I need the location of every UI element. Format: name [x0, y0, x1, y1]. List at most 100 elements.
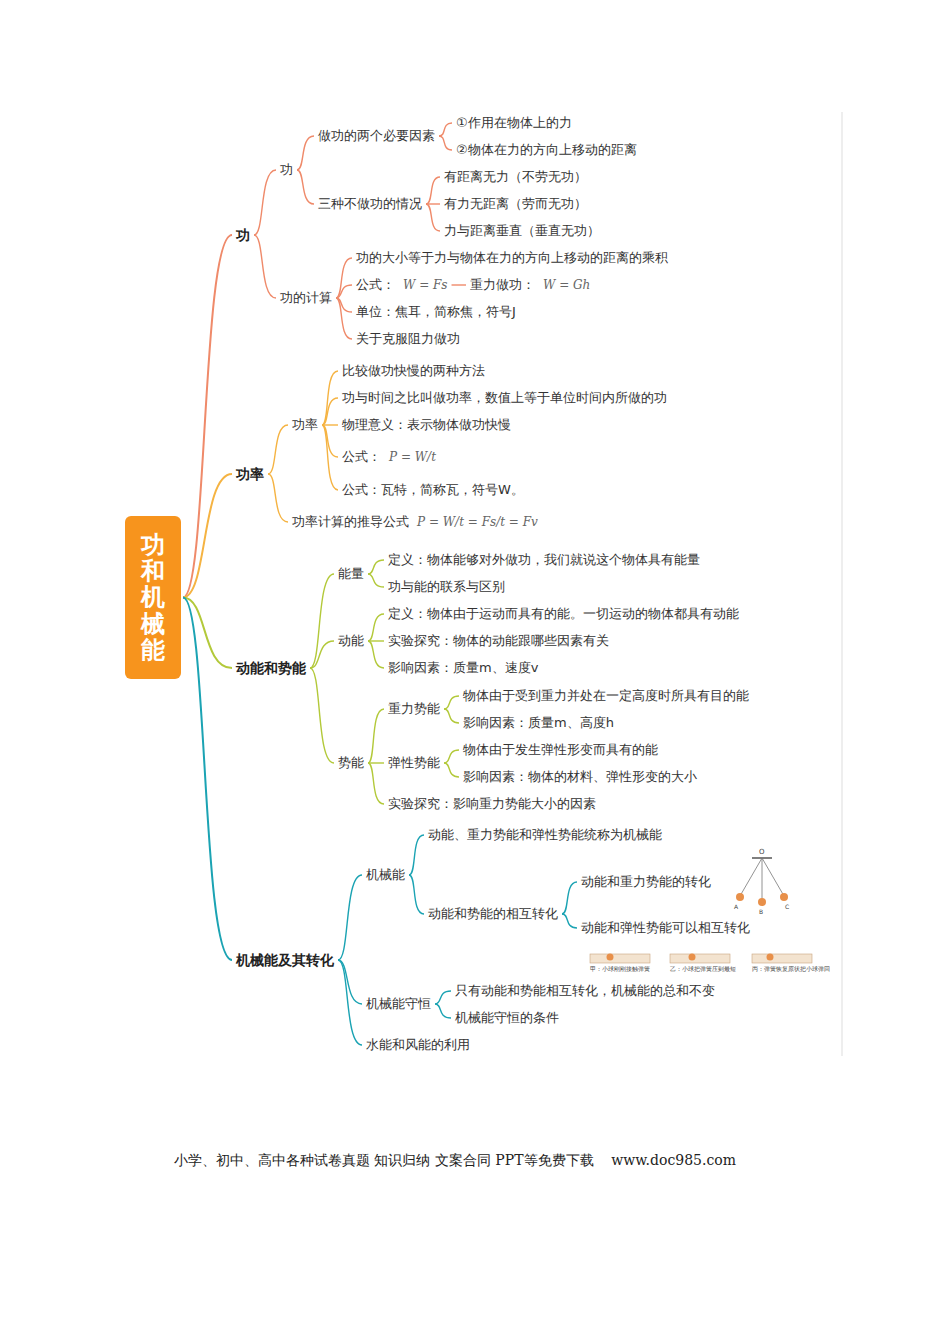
- branch-line: [368, 641, 384, 668]
- topic-text: 比较做功快慢的两种方法: [342, 362, 485, 380]
- branch-line: [310, 668, 334, 763]
- branch-line: [322, 425, 338, 490]
- topic-text: 重力势能: [388, 700, 440, 718]
- pendulum-figure: [736, 858, 788, 906]
- branch-topic: 影响因素：质量m、速度v: [386, 658, 540, 678]
- topic-text: 功与能的联系与区别: [388, 578, 505, 596]
- topic-text: 功的计算: [280, 289, 332, 307]
- branch-line: [322, 398, 338, 425]
- topic-text: 弹性势能: [388, 754, 440, 772]
- branch-line: [368, 560, 384, 574]
- topic-text: 动能、重力势能和弹性势能统称为机械能: [428, 826, 662, 844]
- branch-line: [368, 614, 384, 641]
- branch-topic: 动能和弹性势能可以相互转化: [579, 918, 752, 938]
- branch-topic: 公式：P = W/t: [340, 447, 438, 467]
- branch-line: [562, 882, 577, 914]
- branch-line: [336, 285, 352, 298]
- formula: W = Gh: [543, 276, 590, 294]
- point-letter: C: [785, 903, 789, 910]
- topic-text: 机械能: [366, 866, 405, 884]
- branch-line: [368, 763, 384, 804]
- topic-text: 物体由于受到重力并处在一定高度时所具有目的能: [463, 687, 749, 705]
- branch-topic: 机械能: [364, 865, 407, 885]
- topic-text: 机械能守恒的条件: [455, 1009, 559, 1027]
- branch-line: [183, 235, 232, 598]
- branch-line: [435, 1004, 451, 1018]
- topic-text: 机械能守恒: [366, 995, 431, 1013]
- branch-topic: 水能和风能的利用: [364, 1035, 472, 1055]
- branch-topic: 公式：瓦特，简称瓦，符号W。: [340, 480, 526, 500]
- branch-topic: 关于克服阻力做功: [354, 329, 462, 349]
- point-letter: B: [759, 908, 763, 915]
- topic-text: 功: [236, 226, 250, 244]
- topic-text: 单位：焦耳，简称焦，符号J: [356, 303, 516, 321]
- topic-text: 关于克服阻力做功: [356, 330, 460, 348]
- branch-line: [254, 170, 276, 235]
- branch-line: [336, 298, 352, 339]
- branch-topic: 影响因素：物体的材料、弹性形变的大小: [461, 767, 699, 787]
- branch-topic: 功: [234, 225, 252, 245]
- topic-text: 力与距离垂直（垂直无功）: [444, 222, 600, 240]
- topic-text: 功率: [236, 465, 264, 483]
- branch-line: [444, 696, 459, 709]
- figure-caption: 丙：弹簧恢复原状把小球弹回: [752, 966, 830, 973]
- topic-text: 能量: [338, 565, 364, 583]
- branch-line: [444, 763, 459, 777]
- branch-line: [297, 136, 314, 170]
- topic-text: 物理意义：表示物体做功快慢: [342, 416, 511, 434]
- divider-line: [842, 112, 843, 1056]
- topic-text: 动能和势能: [236, 659, 306, 677]
- branch-topic: 力与距离垂直（垂直无功）: [442, 221, 602, 241]
- branch-topic: 功率: [290, 415, 320, 435]
- branch-line: [409, 835, 424, 875]
- branch-topic: 功与时间之比叫做功率，数值上等于单位时间内所做的功: [340, 388, 669, 408]
- topic-text: ①作用在物体上的力: [456, 114, 572, 132]
- topic-text: 水能和风能的利用: [366, 1036, 470, 1054]
- branch-topic: 物理意义：表示物体做功快慢: [340, 415, 513, 435]
- branch-topic: 单位：焦耳，简称焦，符号J: [354, 302, 518, 322]
- branch-line: [338, 875, 362, 960]
- point-letter: A: [734, 903, 738, 910]
- formula: P = W/t: [389, 448, 436, 466]
- branch-line: [426, 204, 440, 231]
- topic-text: 动能和弹性势能可以相互转化: [581, 919, 750, 937]
- spring-figures: [590, 954, 812, 964]
- branch-topic: 物体由于受到重力并处在一定高度时所具有目的能: [461, 686, 751, 706]
- branch-topic: 重力势能: [386, 699, 442, 719]
- branch-line: [322, 371, 338, 425]
- topic-text: 三种不做功的情况: [318, 195, 422, 213]
- branch-line: [409, 875, 424, 914]
- branch-line: [452, 284, 466, 285]
- branch-topic: 机械能守恒的条件: [453, 1008, 561, 1028]
- topic-text: 做功的两个必要因素: [318, 127, 435, 145]
- branch-line: [268, 474, 288, 522]
- branch-topic: 动能: [336, 631, 366, 651]
- branch-topic: 动能、重力势能和弹性势能统称为机械能: [426, 825, 664, 845]
- branch-line: [368, 709, 384, 763]
- topic-text: 物体由于发生弹性形变而具有的能: [463, 741, 658, 759]
- branch-topic: 功与能的联系与区别: [386, 577, 507, 597]
- branch-topic: 动能和势能的相互转化: [426, 904, 560, 924]
- topic-text: 影响因素：质量m、速度v: [388, 659, 538, 677]
- branch-line: [310, 574, 334, 668]
- topic-text: 定义：物体由于运动而具有的能。一切运动的物体都具有动能: [388, 605, 739, 623]
- branch-line: [183, 474, 232, 598]
- topic-text: 动能和势能的相互转化: [428, 905, 558, 923]
- branch-line: [435, 991, 451, 1004]
- branch-topic: 有力无距离（劳而无功）: [442, 194, 589, 214]
- branch-topic: 三种不做功的情况: [316, 194, 424, 214]
- topic-text: 有力无距离（劳而无功）: [444, 195, 587, 213]
- topic-text: 功与时间之比叫做功率，数值上等于单位时间内所做的功: [342, 389, 667, 407]
- topic-text: 重力做功：: [470, 276, 535, 294]
- branch-line: [268, 425, 288, 474]
- topic-text: 动能: [338, 632, 364, 650]
- point-letter: O: [759, 848, 765, 856]
- branch-topic: 功的计算: [278, 288, 334, 308]
- branch-line: [336, 258, 352, 298]
- topic-text: 公式：: [356, 276, 395, 294]
- branch-topic: 比较做功快慢的两种方法: [340, 361, 487, 381]
- branch-topic: 影响因素：质量m、高度h: [461, 713, 616, 733]
- branch-topic: 动能和重力势能的转化: [579, 872, 713, 892]
- branch-topic: 只有动能和势能相互转化，机械能的总和不变: [453, 981, 717, 1001]
